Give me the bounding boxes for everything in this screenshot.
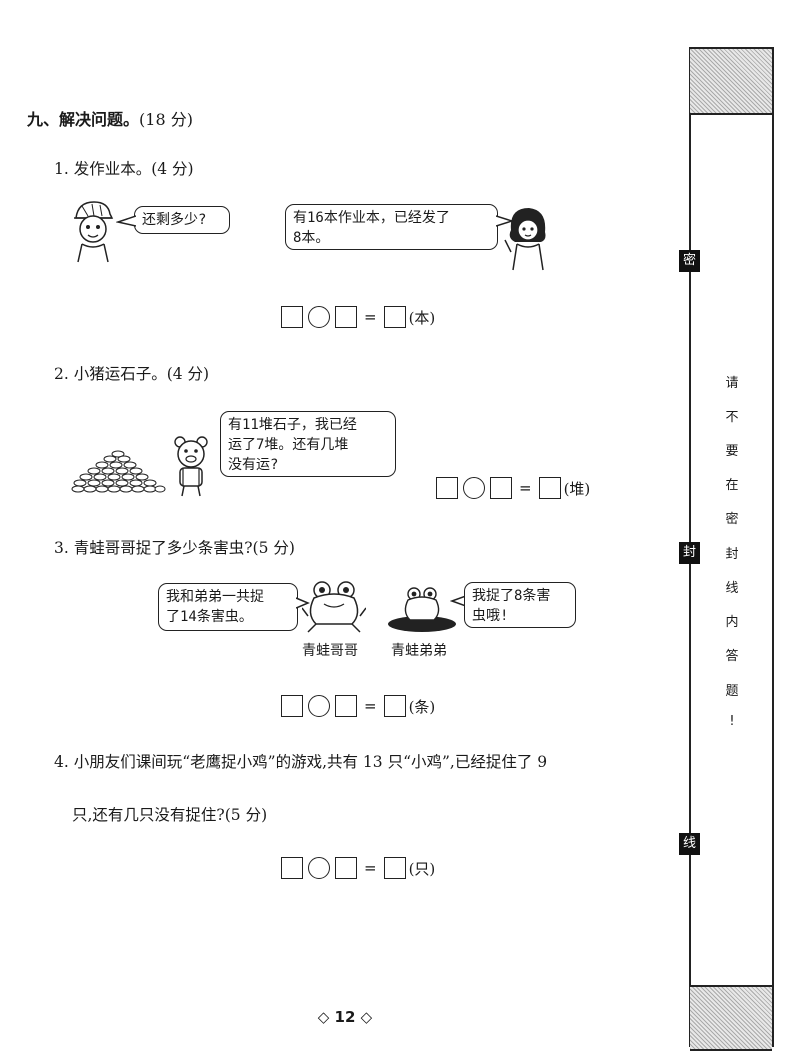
pig-cartoon-image [174, 436, 208, 497]
notice-char: 内 [725, 615, 739, 630]
hatched-block-bottom [690, 985, 772, 1051]
notice-char: 请 [725, 376, 739, 391]
small-frog-speech-line-2: 虫哦! [472, 608, 509, 624]
question-3-title: 3. 青蛙哥哥捉了多少条害虫?(5 分) [54, 539, 295, 557]
small-frog-on-leaf-image [388, 587, 456, 632]
answer-box-1[interactable] [436, 477, 458, 499]
notice-char: 不 [725, 410, 739, 425]
big-frog-caption: 青蛙哥哥 [302, 643, 358, 659]
speech-tail [116, 215, 136, 227]
seal-tag-mi: 密 [679, 250, 700, 272]
answer-box-2[interactable] [335, 306, 357, 328]
answer-box-result[interactable] [538, 477, 561, 499]
boy-cartoon-image [74, 201, 114, 263]
pig-speech-line-2: 运了7堆。还有几堆 [228, 437, 349, 453]
big-frog-speech-line-1: 我和弟弟一共捉 [166, 589, 264, 605]
notice-char: 要 [725, 444, 739, 459]
notice-char: 线 [725, 581, 739, 596]
small-frog-speech-bubble: 我捉了8条害 虫哦! [464, 582, 576, 628]
boy-speech-text: 还剩多少? [142, 212, 207, 228]
operator-circle-1[interactable] [308, 695, 330, 717]
equation-3: = (条) [281, 693, 435, 719]
unit-label: (本) [408, 308, 436, 327]
girl-speech-line-2: 8本。 [293, 230, 330, 246]
hatched-block-top [690, 47, 772, 115]
notice-char: 密 [725, 512, 739, 527]
big-frog-speech-bubble: 我和弟弟一共捉 了14条害虫。 [158, 583, 298, 631]
question-4-line-2: 只,还有几只没有捉住?(5 分) [72, 806, 268, 824]
answer-box-result[interactable] [383, 306, 406, 328]
answer-box-result[interactable] [383, 857, 406, 879]
pig-speech-line-3: 没有运? [228, 457, 279, 473]
unit-label: (只) [408, 859, 436, 878]
girl-speech-bubble: 有16本作业本，已经发了 8本。 [285, 204, 498, 250]
big-frog-image [302, 581, 366, 633]
equation-2: = (堆) [436, 475, 590, 501]
equals-sign: = [364, 308, 377, 326]
notice-char: ! [729, 714, 735, 729]
answer-box-1[interactable] [281, 306, 303, 328]
notice-char: 在 [725, 478, 739, 493]
notice-char: 封 [725, 547, 739, 562]
seal-tag-xian: 线 [679, 833, 700, 855]
answer-box-2[interactable] [335, 695, 357, 717]
notice-char: 题 [725, 684, 739, 699]
question-4-line-1: 4. 小朋友们课间玩“老鹰捉小鸡”的游戏,共有 13 只“小鸡”,已经捉住了 9 [54, 753, 548, 771]
section-title-text: 九、解决问题。 [27, 110, 140, 129]
unit-label: (条) [408, 697, 436, 716]
pig-speech-bubble: 有11堆石子，我已经 运了7堆。还有几堆 没有运? [220, 411, 396, 477]
equation-4: = (只) [281, 855, 435, 881]
operator-circle-1[interactable] [463, 477, 485, 499]
operator-circle-1[interactable] [308, 857, 330, 879]
big-frog-speech-line-2: 了14条害虫。 [166, 609, 253, 625]
notice-char: 答 [725, 649, 739, 664]
question-1-title: 1. 发作业本。(4 分) [54, 160, 194, 178]
boy-speech-bubble: 还剩多少? [134, 206, 230, 234]
section-points: (18 分) [139, 110, 193, 129]
girl-speech-line-1: 有16本作业本，已经发了 [293, 210, 450, 226]
answer-box-1[interactable] [281, 695, 303, 717]
question-2-title: 2. 小猪运石子。(4 分) [54, 365, 210, 383]
unit-label: (堆) [563, 479, 591, 498]
equals-sign: = [364, 697, 377, 715]
binding-line-right [772, 47, 774, 1047]
page-number: ◇ 12 ◇ [317, 1008, 373, 1026]
answer-box-result[interactable] [383, 695, 406, 717]
speech-tail [296, 597, 310, 609]
section-title: 九、解决问题。(18 分) [27, 106, 193, 130]
equals-sign: = [364, 859, 377, 877]
equals-sign: = [519, 479, 532, 497]
pig-speech-line-1: 有11堆石子，我已经 [228, 417, 357, 433]
answer-box-1[interactable] [281, 857, 303, 879]
answer-box-2[interactable] [490, 477, 512, 499]
girl-cartoon-image [504, 208, 546, 271]
stone-pile-image [71, 450, 166, 493]
operator-circle-1[interactable] [308, 306, 330, 328]
equation-1: = (本) [281, 304, 435, 330]
answer-box-2[interactable] [335, 857, 357, 879]
speech-tail [450, 595, 466, 607]
small-frog-caption: 青蛙弟弟 [391, 643, 447, 659]
seal-tag-feng: 封 [679, 542, 700, 564]
small-frog-speech-line-1: 我捉了8条害 [472, 588, 551, 604]
